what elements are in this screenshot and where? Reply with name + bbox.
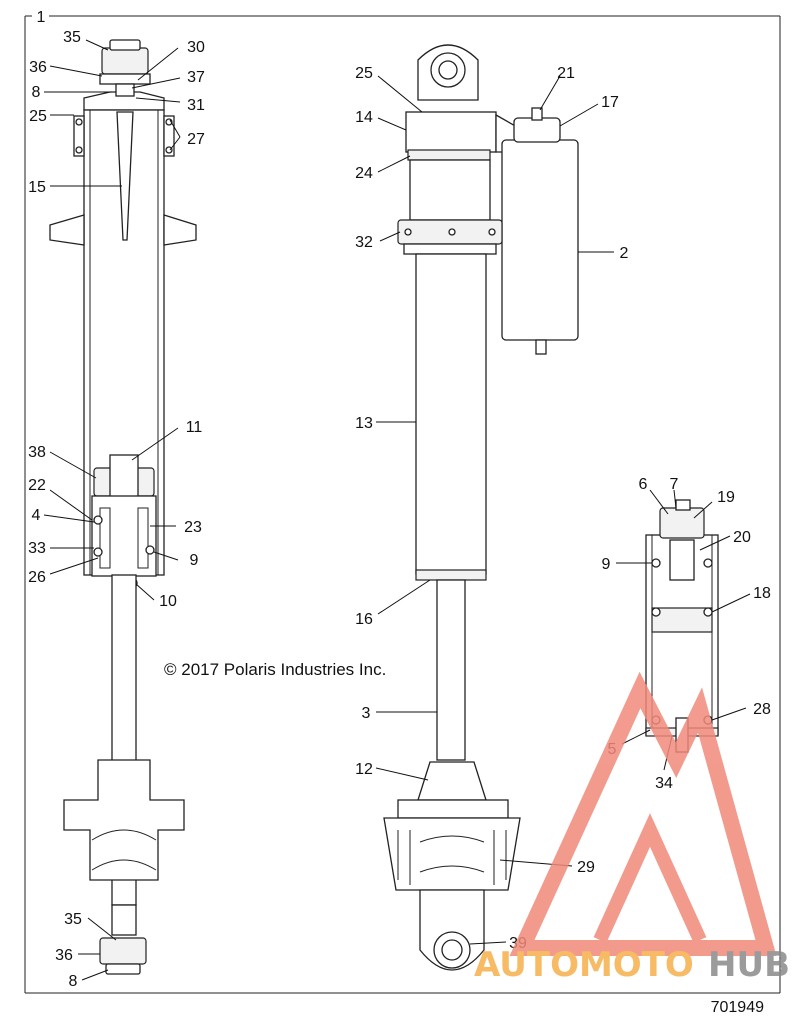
inner-rod-part — [116, 111, 134, 241]
callout-35-bottom: 35 — [64, 911, 82, 928]
callout-30: 30 — [187, 39, 205, 56]
center-bottom-cage — [383, 817, 521, 891]
diagram-frame: 1 — [24, 9, 781, 994]
callout-labels: 35 36 8 25 30 37 31 27 15 11 38 22 4 23 … — [28, 29, 771, 990]
callout-28: 28 — [753, 701, 771, 718]
callout-15: 15 — [28, 179, 46, 196]
callout-10: 10 — [159, 593, 177, 610]
callout-21: 21 — [557, 65, 575, 82]
automotohub-watermark: AUTOMOTO HUB — [474, 671, 790, 985]
callout-26: 26 — [28, 569, 46, 586]
callout-33: 33 — [28, 540, 46, 557]
reservoir — [501, 139, 579, 341]
callout-36-bottom: 36 — [55, 947, 73, 964]
copyright-text: © 2017 Polaris Industries Inc. — [164, 660, 386, 679]
callout-16: 16 — [355, 611, 373, 628]
callout-25-center: 25 — [355, 65, 373, 82]
callout-24: 24 — [355, 165, 373, 182]
callout-13: 13 — [355, 415, 373, 432]
left-bottom-clevis — [63, 759, 185, 881]
callout-4: 4 — [32, 507, 41, 524]
leader-lines — [43, 39, 751, 981]
callout-14: 14 — [355, 109, 373, 126]
callout-22: 22 — [28, 477, 46, 494]
watermark-text-automoto: AUTOMOTO — [474, 945, 694, 985]
top-bushing-part — [101, 47, 149, 75]
callout-25-left: 25 — [29, 108, 47, 125]
callout-23: 23 — [184, 519, 202, 536]
callout-36-top: 36 — [29, 59, 47, 76]
figure-number: 701949 — [711, 999, 764, 1016]
callout-20: 20 — [733, 529, 751, 546]
callout-6: 6 — [639, 476, 648, 493]
callout-3: 3 — [362, 705, 371, 722]
callout-32: 32 — [355, 234, 373, 251]
callout-7: 7 — [670, 476, 679, 493]
callout-27: 27 — [187, 131, 205, 148]
callout-17: 17 — [601, 94, 619, 111]
center-shaft — [436, 579, 466, 761]
callout-9-left: 9 — [190, 552, 199, 569]
callout-8-bottom: 8 — [69, 973, 78, 990]
callout-38: 38 — [28, 444, 46, 461]
left-shock-section — [49, 39, 197, 975]
callout-11: 11 — [186, 419, 203, 436]
callout-2: 2 — [620, 245, 629, 262]
callout-31: 31 — [187, 97, 205, 114]
callout-12: 12 — [355, 761, 373, 778]
center-body-tube — [415, 253, 487, 575]
callout-35-top: 35 — [63, 29, 81, 46]
callout-9-right: 9 — [602, 556, 611, 573]
reservoir-section — [645, 499, 719, 753]
callout-29: 29 — [577, 859, 595, 876]
callout-8-top: 8 — [32, 84, 41, 101]
watermark-triangle-icon — [509, 671, 777, 956]
callout-18: 18 — [753, 585, 771, 602]
callout-19: 19 — [717, 489, 735, 506]
watermark-text-hub: HUB — [708, 945, 790, 985]
callout-37: 37 — [187, 69, 205, 86]
center-head — [405, 111, 497, 153]
center-shock — [383, 44, 579, 971]
callout-34: 34 — [655, 775, 673, 792]
callout-1: 1 — [37, 9, 46, 26]
